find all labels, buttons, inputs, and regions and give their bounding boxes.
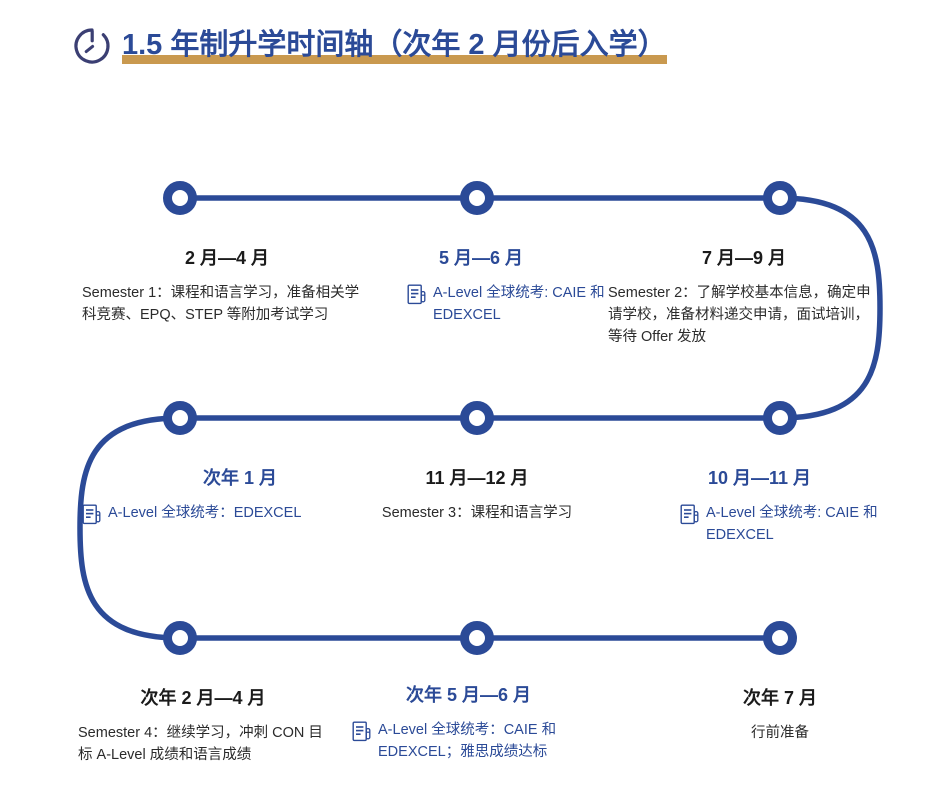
document-icon [352, 721, 371, 742]
page-header: 1.5 年制升学时间轴（次年 2 月份后入学） [72, 24, 667, 66]
timeline-desc-row: A-Level 全球统考: CAIE 和 EDEXCEL [680, 502, 895, 546]
node-oct-nov [763, 401, 797, 435]
document-icon [82, 504, 101, 525]
document-icon [680, 504, 699, 525]
timeline-desc-text: A-Level 全球统考：EDEXCEL [108, 505, 302, 521]
timeline-item-next-feb-apr[interactable]: 次年 2 月—4 月 Semester 4：继续学习，冲刺 CON 目标 A-L… [78, 685, 328, 766]
timeline-desc-text: A-Level 全球统考: CAIE 和 EDEXCEL [706, 505, 878, 543]
timeline-item-jul-sep[interactable]: 7 月—9 月 Semester 2：了解学校基本信息，确定申请学校，准备材料递… [608, 245, 880, 348]
timeline-item-next-jul[interactable]: 次年 7 月 行前准备 [670, 685, 890, 744]
node-next-jan [163, 401, 197, 435]
timeline-desc-text: Semester 4：继续学习，冲刺 CON 目标 A-Level 成绩和语言成… [78, 725, 323, 763]
timeline-period-label: 次年 2 月—4 月 [140, 688, 266, 708]
timeline-desc-text: Semester 3：课程和语言学习 [381, 505, 573, 521]
timeline-desc-row: Semester 1：课程和语言学习，准备相关学科竞赛、EPQ、STEP 等附加… [82, 282, 372, 326]
timeline-period-label: 11 月—12 月 [425, 468, 529, 488]
timeline-desc-row: Semester 4：继续学习，冲刺 CON 目标 A-Level 成绩和语言成… [78, 722, 328, 766]
timeline-desc-row: 行前准备 [670, 722, 890, 744]
timeline-desc-row: Semester 2：了解学校基本信息，确定申请学校，准备材料递交申请，面试培训… [608, 282, 880, 348]
timeline-item-may-jun[interactable]: 5 月—6 月 A-Level 全球统考: CAIE 和 EDEXCEL [407, 245, 617, 326]
timeline-desc-row: A-Level 全球统考: CAIE 和 EDEXCEL [407, 282, 617, 326]
timeline-desc-row: Semester 3：课程和语言学习 [357, 502, 597, 524]
timeline-desc-row: A-Level 全球统考：CAIE 和 EDEXCEL；雅思成绩达标 [352, 719, 610, 763]
timeline-item-next-jan[interactable]: 次年 1 月 A-Level 全球统考：EDEXCEL [82, 465, 382, 525]
timeline-desc-row: A-Level 全球统考：EDEXCEL [82, 502, 382, 525]
title-underline [122, 55, 667, 64]
timeline-desc-text: Semester 1：课程和语言学习，准备相关学科竞赛、EPQ、STEP 等附加… [82, 285, 360, 323]
timeline-item-next-may-jun[interactable]: 次年 5 月—6 月 A-Level 全球统考：CAIE 和 EDEXCEL；雅… [352, 682, 610, 763]
clock-icon [72, 26, 112, 66]
timeline-period-label: 次年 5 月—6 月 [406, 685, 532, 705]
node-may-jun [460, 181, 494, 215]
timeline-period-label: 10 月—11 月 [708, 468, 812, 488]
timeline-desc-text: A-Level 全球统考: CAIE 和 EDEXCEL [433, 285, 605, 323]
timeline-period-label: 次年 1 月 [202, 468, 277, 488]
timeline-period-label: 5 月—6 月 [439, 248, 524, 268]
page-title-wrap: 1.5 年制升学时间轴（次年 2 月份后入学） [122, 25, 667, 65]
timeline-period-label: 7 月—9 月 [701, 248, 787, 268]
timeline-item-nov-dec[interactable]: 11 月—12 月 Semester 3：课程和语言学习 [357, 465, 597, 524]
timeline-period-label: 次年 7 月 [742, 688, 817, 708]
timeline-item-oct-nov[interactable]: 10 月—11 月 A-Level 全球统考: CAIE 和 EDEXCEL [680, 465, 895, 546]
node-jul-sep [763, 181, 797, 215]
timeline-item-feb-apr[interactable]: 2 月—4 月 Semester 1：课程和语言学习，准备相关学科竞赛、EPQ、… [82, 245, 372, 326]
timeline-desc-text: Semester 2：了解学校基本信息，确定申请学校，准备材料递交申请，面试培训… [608, 285, 871, 345]
timeline-desc-text: 行前准备 [751, 725, 809, 741]
timeline-desc-text: A-Level 全球统考：CAIE 和 EDEXCEL；雅思成绩达标 [378, 722, 557, 760]
node-next-jul [763, 621, 797, 655]
page-title: 1.5 年制升学时间轴（次年 2 月份后入学） [122, 29, 667, 61]
document-icon [407, 284, 426, 305]
node-next-may-jun [460, 621, 494, 655]
node-next-feb-apr [163, 621, 197, 655]
timeline-period-label: 2 月—4 月 [184, 248, 270, 268]
segment-left-curve [77, 415, 183, 641]
node-nov-dec [460, 401, 494, 435]
node-feb-apr [163, 181, 197, 215]
